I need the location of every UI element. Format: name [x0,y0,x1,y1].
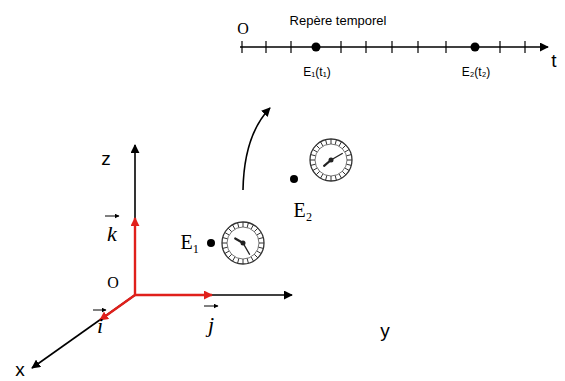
vector-arrow [204,306,218,307]
clock-tick [346,155,351,156]
event-label: E₂(t₂) [462,66,491,78]
clock-tick [243,259,244,264]
clock-icon [222,222,264,264]
clock-tick [259,243,264,244]
event-dot [312,43,321,52]
event-label: E₁ [180,232,199,252]
clock-ring [315,144,347,176]
clock-tick [222,243,227,244]
time-ticks [242,41,525,53]
clock-tick [243,222,244,227]
clock-tick [331,176,332,181]
clock-ring [227,227,259,259]
unit-vector [100,295,135,320]
time-tick [290,41,291,53]
clock-tick [335,140,336,145]
time-tick [417,41,418,53]
clock-tick [258,247,263,248]
time-tick [241,41,242,53]
origin-label: O [237,21,249,37]
vector-label: i [97,315,103,337]
clock-center [329,158,334,163]
y-axis [135,294,292,296]
clock-tick [347,160,352,161]
event-dot [207,239,215,247]
clock-tick [223,238,228,239]
unit-vector [135,294,212,296]
clock-tick [313,150,317,153]
clock-tick [345,150,349,153]
clock-tick [247,258,248,263]
clock-tick [346,164,351,165]
unit-vector [134,218,136,295]
clock-tick [223,247,228,248]
time-tick [340,41,341,53]
clock-tick [238,223,239,228]
clocks [222,139,352,264]
event-label: E₁(t₁) [303,66,330,78]
clock-tick [335,175,336,180]
clock-tick [238,258,239,263]
clock-tick [251,257,254,261]
time-tick [499,41,500,53]
clock-tick [342,171,346,175]
clock-tick [251,225,254,229]
clock-tick [228,228,232,232]
clock-tick [257,251,261,254]
axis-label: t [551,51,556,70]
clock-tick [311,155,316,156]
clock-tick [254,254,258,258]
z-axis [134,145,136,295]
clock-tick [313,168,317,171]
clock-tick [316,171,320,175]
clock-face [222,222,264,264]
clock-tick [321,174,324,178]
event-label: E₂ [293,200,312,220]
clock-tick [225,233,229,236]
time-tick [445,41,446,53]
x-axis [32,295,135,368]
clock-tick [257,233,261,236]
clock-tick [310,160,315,161]
time-axis [240,46,548,48]
time-tick [265,41,266,53]
clock-tick [258,238,263,239]
clock-icon [310,139,352,181]
vector-arrow [105,216,119,217]
vector-label: k [107,223,117,245]
clock-tick [326,175,327,180]
axis-label: z [101,149,111,168]
time-tick [524,41,525,53]
curved-arrow [243,108,270,190]
clock-tick [225,251,229,254]
clock-tick [247,223,248,228]
clock-face [310,139,352,181]
clock-tick [316,145,320,149]
event-dot [471,43,480,52]
clock-tick [233,225,236,229]
clock-tick [233,257,236,261]
vector-arrow [93,310,106,311]
axis-title: Repère temporel [290,14,387,27]
axis-label: y [380,321,390,340]
clock-tick [321,142,324,146]
clock-center [241,241,246,246]
clock-tick [339,142,342,146]
vector-label: j [208,314,214,336]
clock-tick [345,168,349,171]
origin-label: O [107,275,119,291]
axis-label: x [15,359,25,378]
clock-tick [339,174,342,178]
clock-tick [326,140,327,145]
clock-tick [311,164,316,165]
clock-tick [228,254,232,258]
clock-tick [342,145,346,149]
time-tick [365,41,366,53]
clock-tick [331,139,332,144]
time-tick [391,41,392,53]
event-dot [290,175,298,183]
clock-tick [254,228,258,232]
